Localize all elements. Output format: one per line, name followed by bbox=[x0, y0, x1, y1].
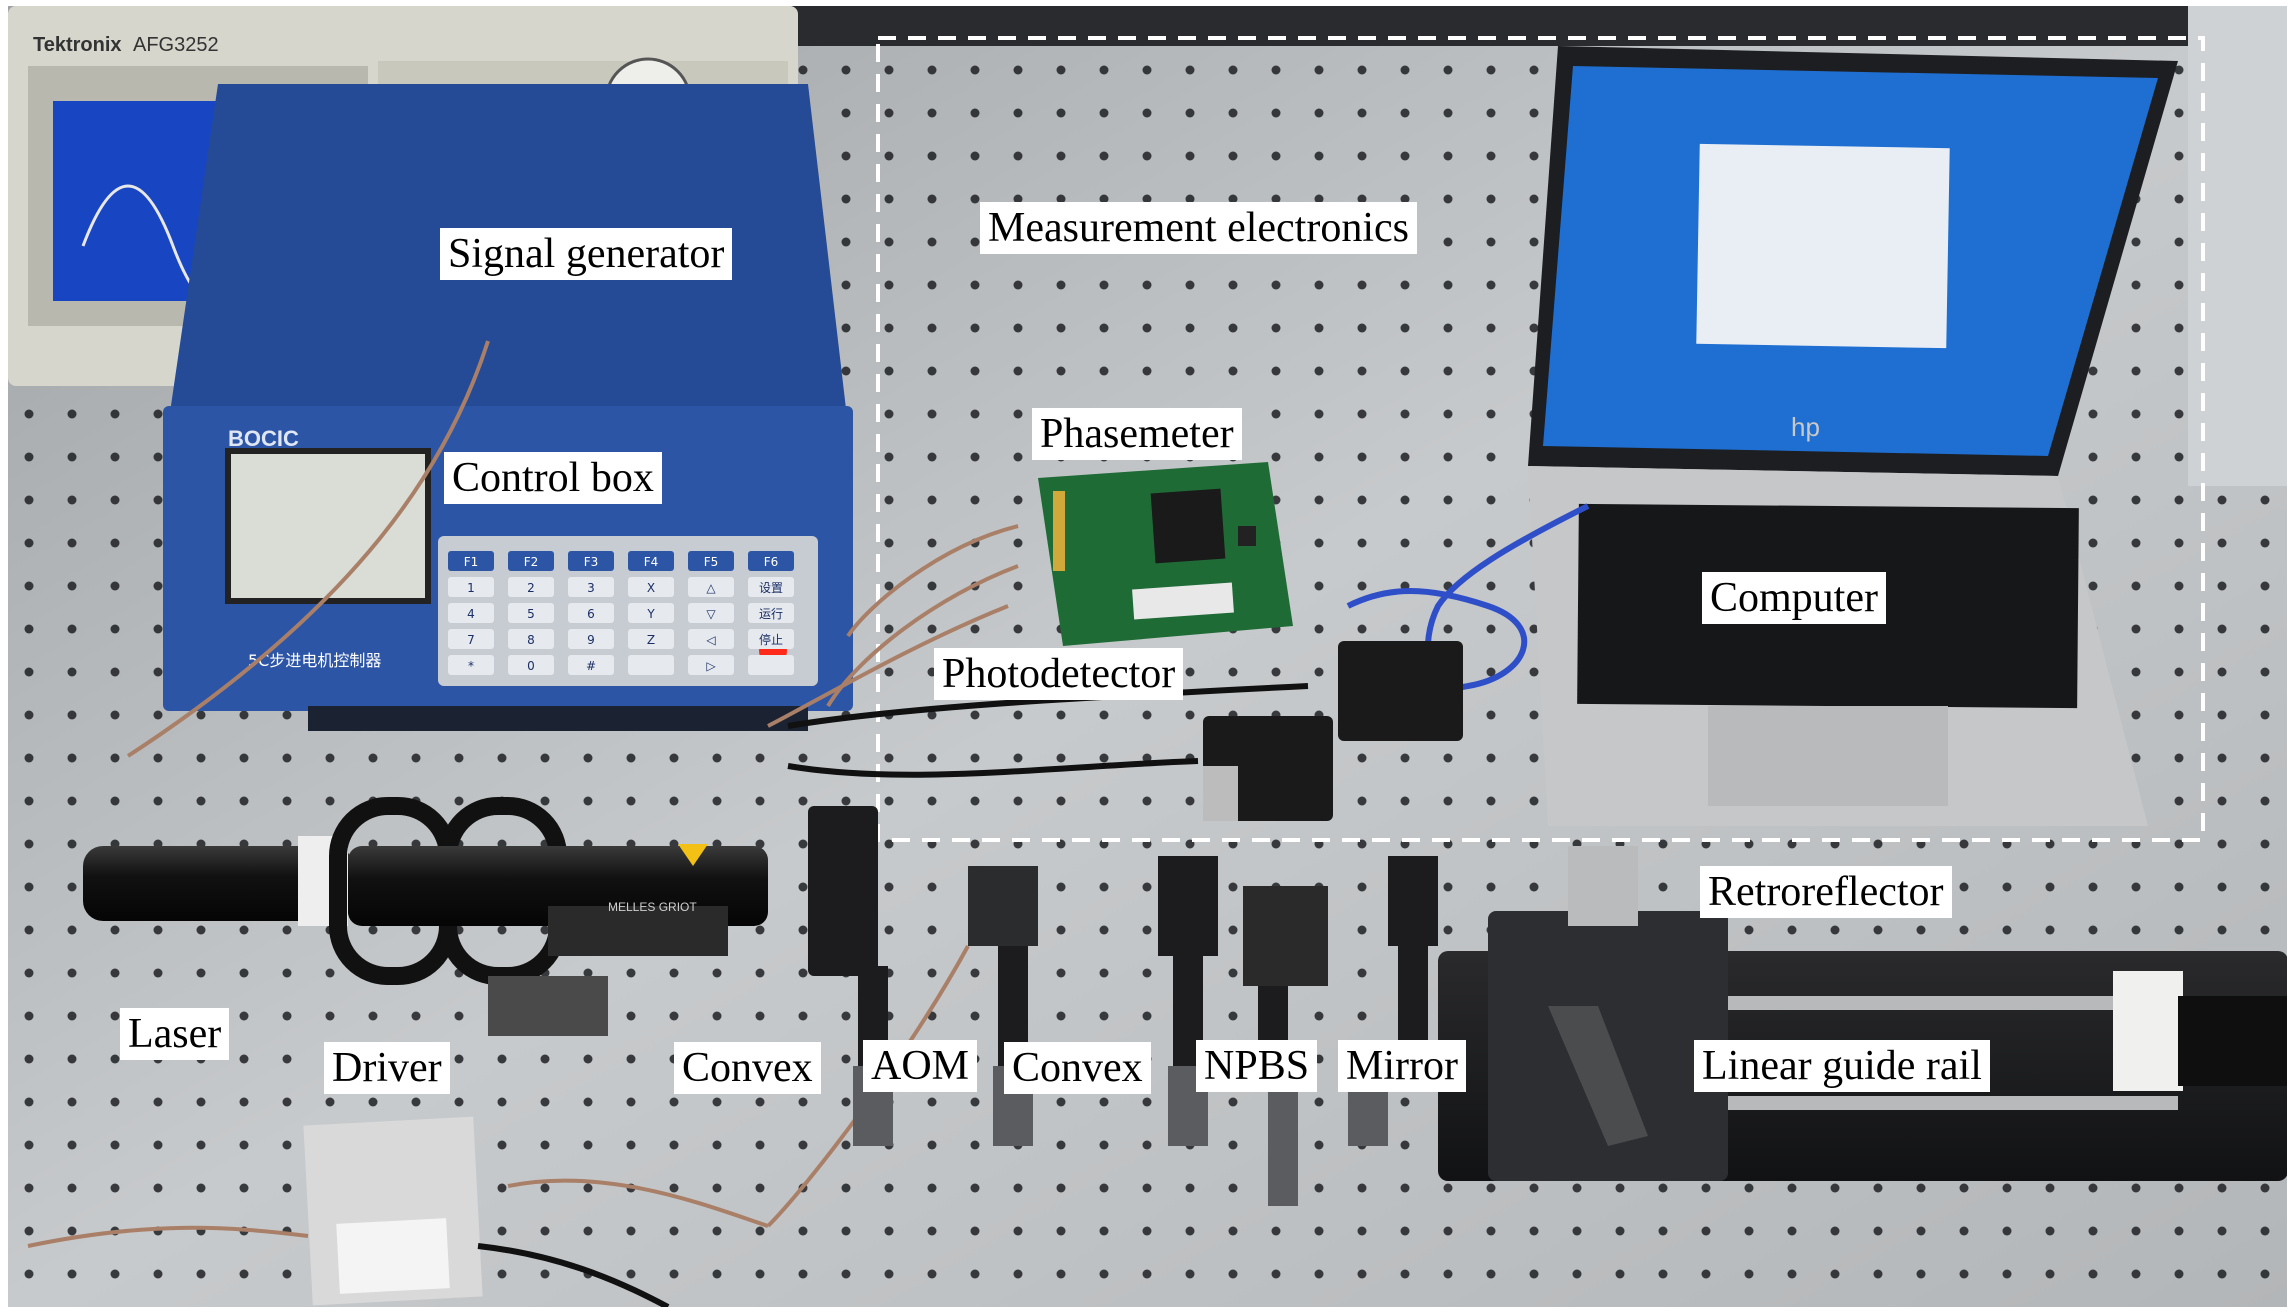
keypad-key bbox=[508, 551, 554, 571]
keypad-key bbox=[688, 577, 734, 597]
keypad-key bbox=[448, 577, 494, 597]
lab-setup-photo: Tektronix AFG3252 BOCIC 5C步进电机控制器 F1 F2 F3… bbox=[8, 6, 2287, 1307]
generator-brand-text: Tektronix bbox=[33, 34, 122, 56]
keypad-key bbox=[568, 655, 614, 675]
label-retroreflector: Retroreflector bbox=[1700, 866, 1952, 918]
label-convex-2: Convex bbox=[1004, 1042, 1151, 1094]
keypad-key-label: 4 bbox=[467, 607, 475, 621]
measurement-electronics-box bbox=[876, 36, 2205, 842]
label-computer: Computer bbox=[1702, 572, 1886, 624]
keypad-key-label: ▷ bbox=[706, 659, 716, 673]
keypad-key-label: 5 bbox=[527, 607, 535, 621]
keypad-key bbox=[448, 551, 494, 571]
keypad-key-label: ◁ bbox=[705, 633, 715, 647]
keypad-key bbox=[748, 603, 794, 623]
keypad-key-label: F5 bbox=[704, 555, 719, 569]
keypad-key-label: 设置 bbox=[759, 581, 783, 595]
keypad-key bbox=[568, 603, 614, 623]
keypad-key bbox=[688, 655, 734, 675]
laser-device: MELLES GRIOT bbox=[83, 797, 768, 1036]
keypad-key bbox=[628, 551, 674, 571]
control-box-keypad: F1 F2 F3 F4 F5 F6 1 2 3 X △ 设置 4 5 6 Y ▽ 运行 7 8 9 Z ◁ 停止 * 0 # ▷ bbox=[448, 551, 794, 675]
keypad-key-label: 0 bbox=[527, 659, 535, 673]
label-driver: Driver bbox=[324, 1042, 450, 1094]
keypad-key bbox=[628, 629, 674, 649]
keypad-key bbox=[688, 551, 734, 571]
control-box-caption: 5C步进电机控制器 bbox=[248, 651, 381, 670]
control-box-device: BOCIC 5C步进电机控制器 F1 F2 F3 F4 F5 F6 1 2 3 X △ 设置 4 5 6 Y ▽… bbox=[163, 84, 853, 731]
label-photodetector: Photodetector bbox=[934, 648, 1184, 700]
driver-device bbox=[27, 1116, 670, 1307]
label-signal-generator: Signal generator bbox=[440, 228, 733, 280]
label-convex-1: Convex bbox=[674, 1042, 821, 1094]
label-measurement-electronics: Measurement electronics bbox=[980, 202, 1417, 254]
keypad-key bbox=[748, 629, 794, 649]
label-npbs: NPBS bbox=[1196, 1040, 1318, 1092]
keypad-key bbox=[508, 655, 554, 675]
keypad-key bbox=[448, 603, 494, 623]
keypad-key-label: 9 bbox=[587, 633, 595, 647]
keypad-key bbox=[448, 629, 494, 649]
keypad-key bbox=[568, 577, 614, 597]
keypad-key-label: * bbox=[468, 659, 474, 673]
label-laser: Laser bbox=[120, 1008, 230, 1060]
keypad-key-label: 运行 bbox=[759, 607, 783, 621]
keypad-key-label: 2 bbox=[527, 581, 535, 595]
label-mirror: Mirror bbox=[1338, 1040, 1466, 1092]
keypad-key bbox=[568, 629, 614, 649]
keypad-key-label: 6 bbox=[587, 607, 595, 621]
usb-cable bbox=[1346, 503, 1590, 691]
keypad-key-label: F3 bbox=[584, 555, 599, 569]
label-control-box: Control box bbox=[444, 452, 662, 504]
keypad-key-label: F4 bbox=[644, 555, 659, 569]
keypad-key-label: 3 bbox=[587, 581, 595, 595]
keypad-key-label: X bbox=[647, 581, 655, 595]
generator-model-text: AFG3252 bbox=[133, 34, 219, 56]
keypad-key bbox=[748, 577, 794, 597]
keypad-key bbox=[688, 603, 734, 623]
keypad-key-label: F2 bbox=[524, 555, 539, 569]
keypad-key-label: 停止 bbox=[759, 632, 783, 647]
photodetector-device bbox=[1203, 641, 1463, 821]
keypad-key-label: Y bbox=[646, 607, 655, 621]
keypad-key bbox=[448, 655, 494, 675]
label-linear-guide-rail: Linear guide rail bbox=[1694, 1040, 1990, 1092]
keypad-key bbox=[508, 577, 554, 597]
keypad-key bbox=[688, 629, 734, 649]
laser-brand-text: MELLES GRIOT bbox=[608, 900, 697, 914]
keypad-key bbox=[748, 655, 794, 675]
keypad-key-label: 8 bbox=[527, 633, 535, 647]
keypad-key bbox=[508, 629, 554, 649]
optical-mounts bbox=[808, 806, 1438, 1206]
keypad-key-label: Z bbox=[647, 633, 655, 647]
keypad-key bbox=[568, 551, 614, 571]
keypad-key-label: 1 bbox=[467, 581, 475, 595]
keypad-key-label: 7 bbox=[467, 633, 475, 647]
laptop-logo: hp bbox=[1791, 412, 1820, 442]
keypad-key bbox=[748, 551, 794, 571]
keypad-key bbox=[628, 603, 674, 623]
keypad-key-label: F1 bbox=[464, 555, 479, 569]
keypad-key bbox=[628, 577, 674, 597]
keypad-key-label: # bbox=[586, 659, 596, 673]
control-box-brand-text: BOCIC bbox=[228, 426, 299, 451]
laptop: hp bbox=[1528, 46, 2178, 826]
keypad-key-label: ▽ bbox=[706, 607, 716, 621]
label-aom: AOM bbox=[863, 1040, 978, 1092]
keypad-key bbox=[508, 603, 554, 623]
keypad-key-label: F6 bbox=[764, 555, 779, 569]
keypad-key bbox=[628, 655, 674, 675]
label-phasemeter: Phasemeter bbox=[1032, 408, 1242, 460]
keypad-key-label: △ bbox=[706, 581, 716, 595]
phasemeter-board bbox=[1038, 462, 1293, 646]
